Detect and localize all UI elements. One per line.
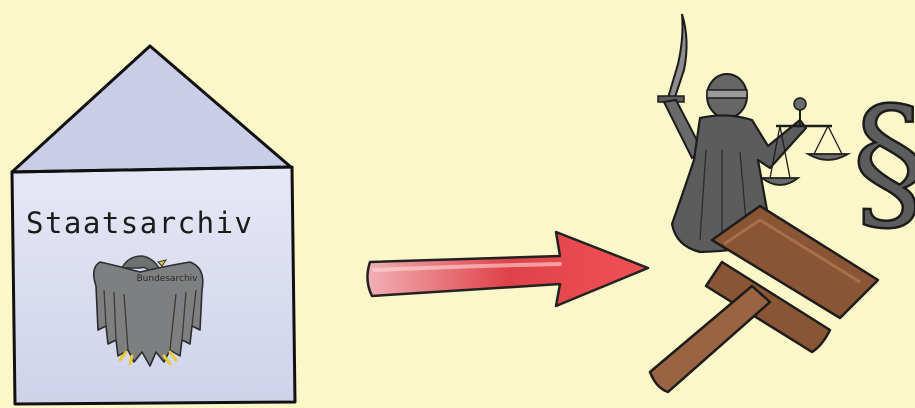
right-arrow: [367, 232, 648, 306]
archive-title: Staatsarchiv: [26, 206, 288, 240]
roof-shape: [12, 46, 292, 172]
paragraph-symbol: §: [852, 76, 915, 250]
emblem-caption: Bundesarchiv: [112, 274, 222, 284]
